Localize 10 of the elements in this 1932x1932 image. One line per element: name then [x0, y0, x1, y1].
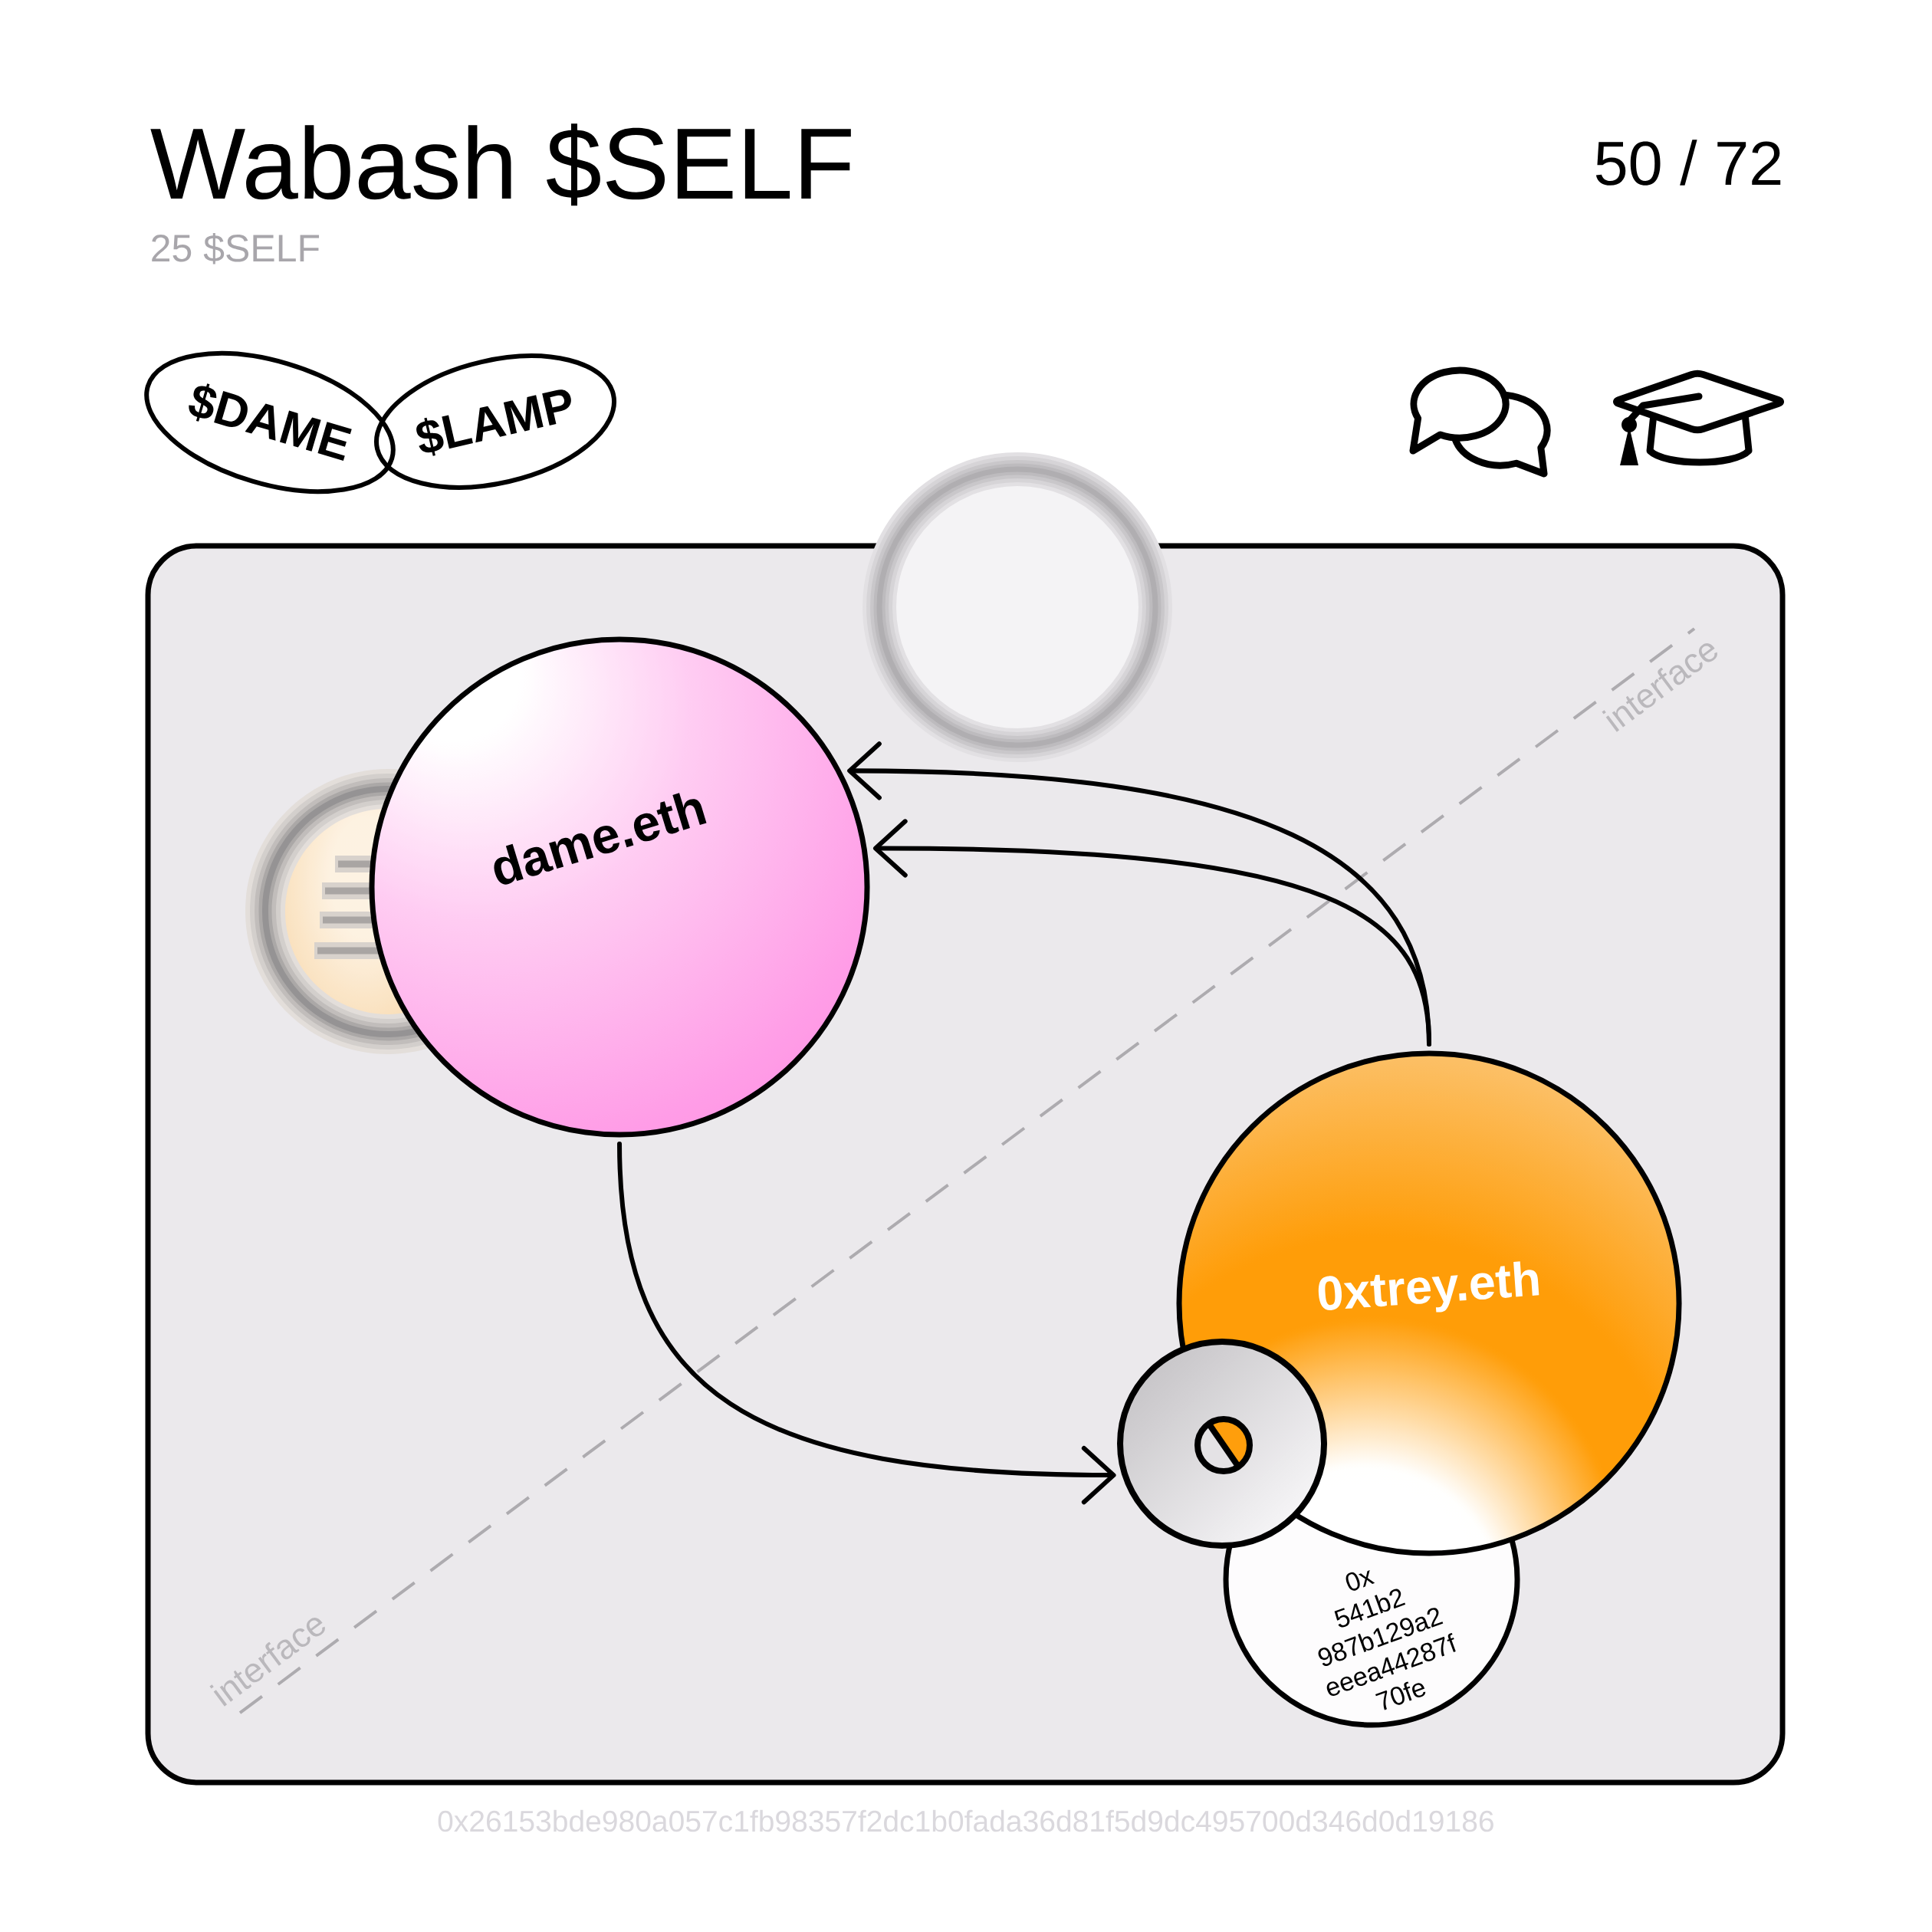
arrow [617, 1142, 1116, 1505]
subtitle: 25 $SELF [152, 233, 320, 264]
page-number: 50 / 72 [1595, 140, 1781, 186]
blurred-circle [863, 452, 1172, 762]
ellipse-badge: $LAMP [374, 353, 616, 490]
arrow [873, 819, 1432, 1047]
disc [1117, 1339, 1328, 1549]
circle-node: 0xtrey.eth [1176, 1050, 1682, 1556]
ellipse-badge: $DAME [144, 350, 396, 495]
title: Wabash $SELF [150, 123, 851, 206]
